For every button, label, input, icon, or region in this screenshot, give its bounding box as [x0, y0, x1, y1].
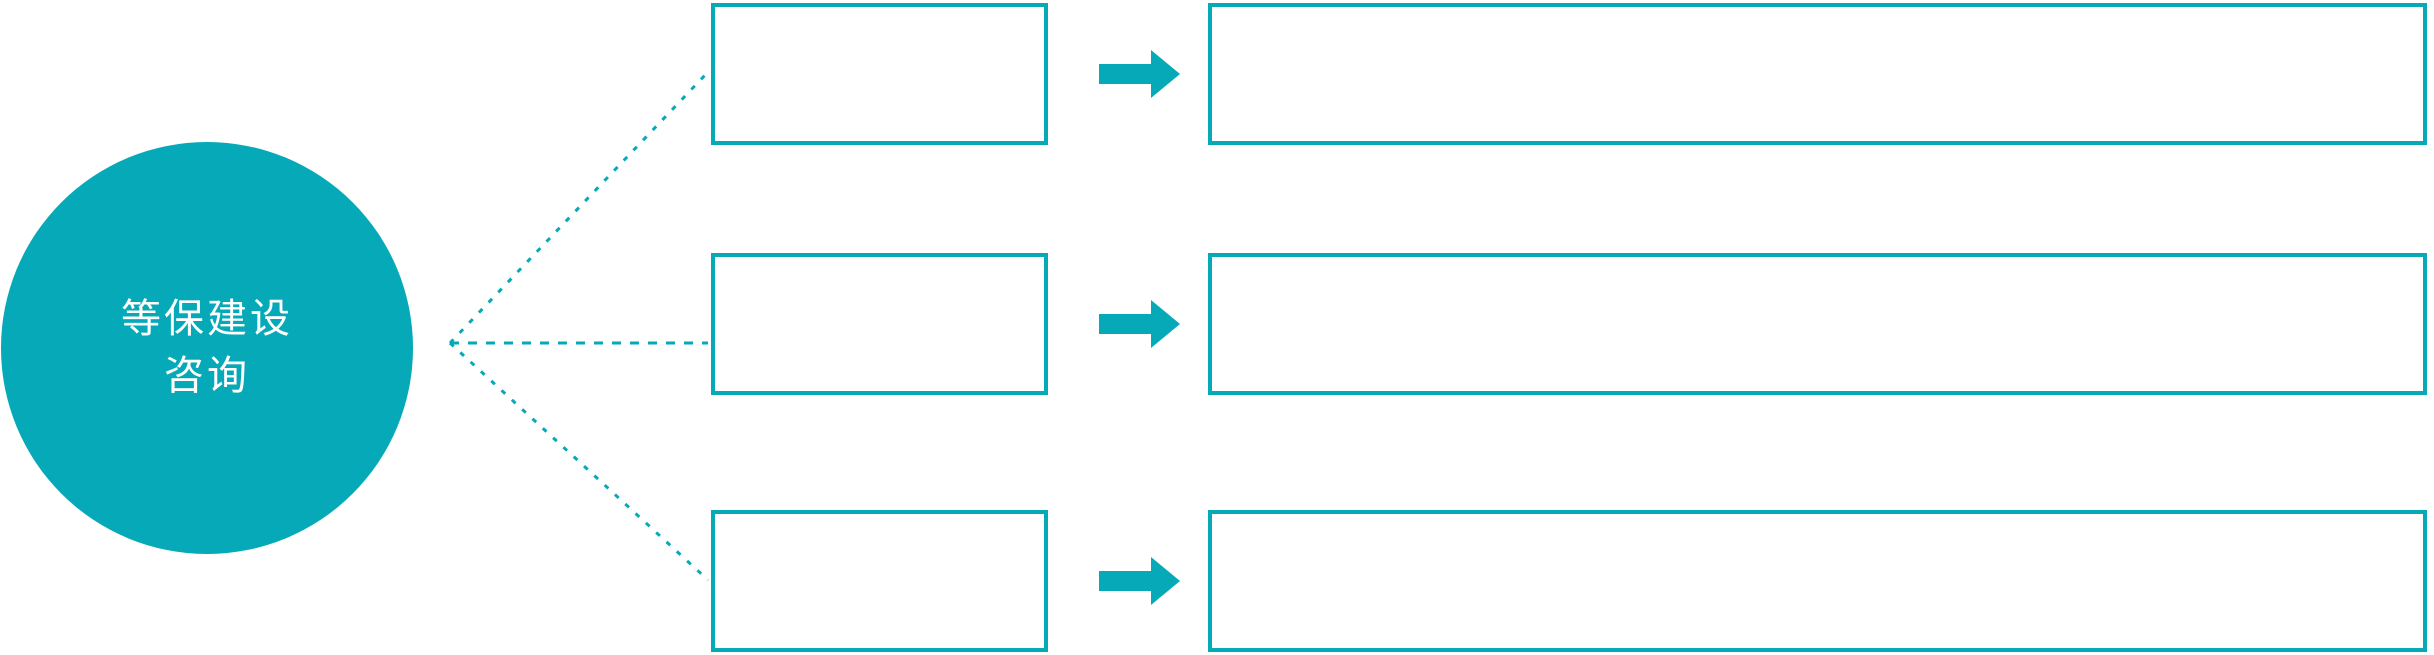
- detail-box-label: [1212, 514, 2423, 534]
- stage-box[interactable]: [711, 253, 1048, 395]
- detail-box[interactable]: [1208, 510, 2427, 652]
- connector-line-1: [448, 70, 710, 345]
- right-arrow-icon: [1099, 49, 1181, 99]
- right-arrow-icon: [1099, 556, 1181, 606]
- stage-box[interactable]: [711, 510, 1048, 652]
- detail-box-label: [1212, 257, 2423, 277]
- stage-box-label: [715, 257, 1044, 277]
- detail-box[interactable]: [1208, 253, 2427, 395]
- right-arrow-icon: [1099, 299, 1181, 349]
- hub-label-line-2: 咨询: [164, 354, 250, 398]
- connector-line-3: [448, 341, 710, 582]
- hub-label-line-1: 等保建设: [121, 297, 293, 342]
- stage-box-label: [715, 514, 1044, 534]
- hub-circle[interactable]: 等保建设 咨询: [1, 142, 413, 554]
- stage-box-label: [715, 7, 1044, 27]
- detail-box-label: [1212, 7, 2423, 27]
- detail-box[interactable]: [1208, 3, 2427, 145]
- stage-box[interactable]: [711, 3, 1048, 145]
